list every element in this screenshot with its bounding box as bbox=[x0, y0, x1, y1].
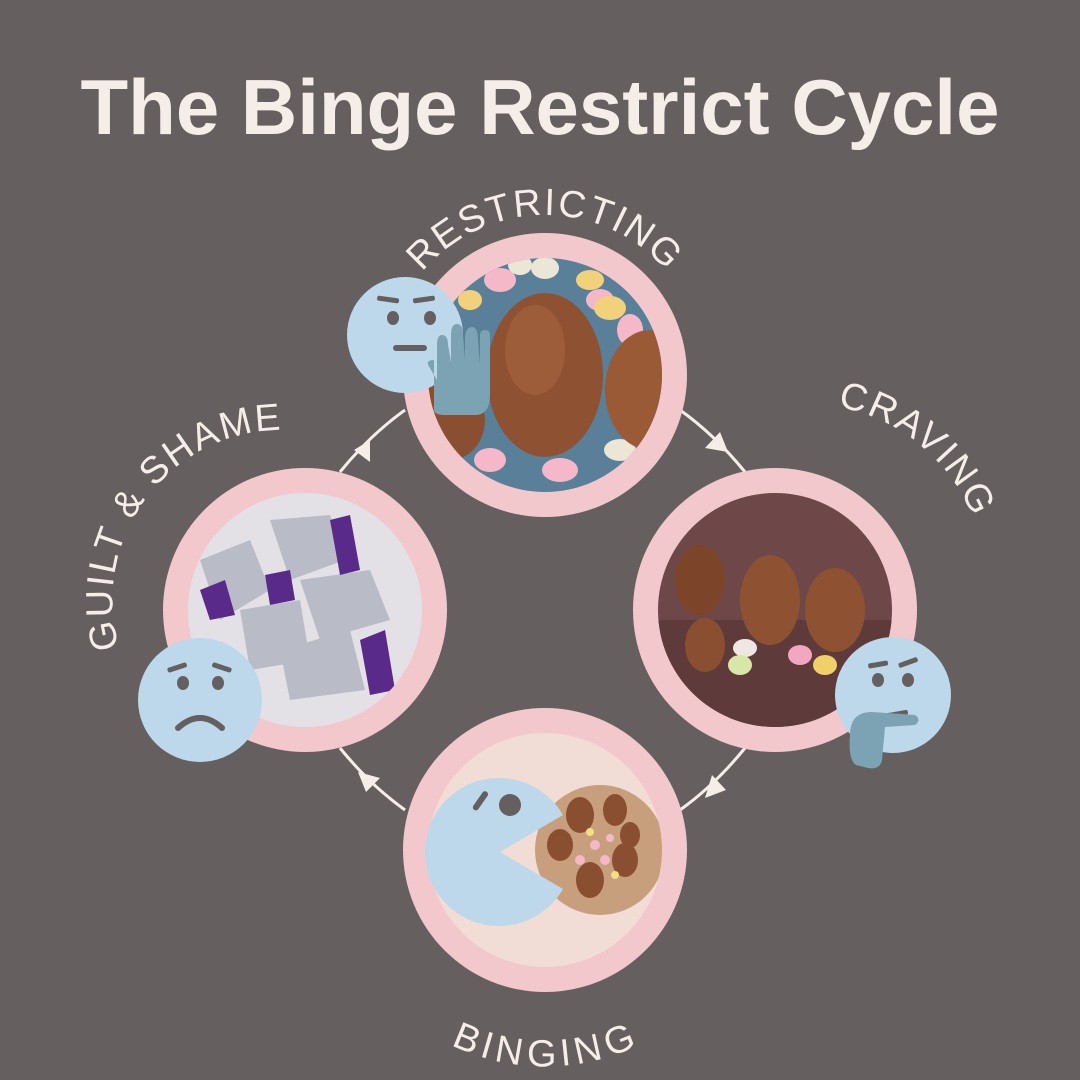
label-binging: BINGING bbox=[447, 1015, 640, 1076]
pacman-eating-icon bbox=[424, 777, 563, 926]
stage-guilt-and-shame: GUILT & SHAME bbox=[79, 397, 447, 762]
stop-hand-icon bbox=[427, 324, 490, 415]
sad-face-icon bbox=[138, 638, 262, 762]
cycle-arrows bbox=[338, 408, 747, 812]
pacman-eye-icon bbox=[499, 794, 521, 816]
thinking-hand-icon bbox=[849, 712, 919, 769]
page-title: The Binge Restrict Cycle bbox=[80, 63, 1000, 151]
arrow-restricting-to-craving bbox=[679, 408, 747, 473]
stage-binging: BINGING bbox=[403, 708, 687, 1076]
arrowhead-4 bbox=[354, 440, 370, 462]
arrow-guilt-to-restricting bbox=[338, 408, 406, 473]
stage-restricting: RESTRICTING bbox=[347, 181, 689, 517]
arrowhead-2 bbox=[705, 775, 726, 798]
arrowhead-3 bbox=[358, 772, 380, 792]
stage-craving: CRAVING bbox=[633, 374, 1002, 769]
svg-text:BINGING: BINGING bbox=[447, 1015, 642, 1076]
arrowhead-1 bbox=[705, 432, 728, 452]
bowl-of-eggs-photo bbox=[428, 733, 662, 967]
